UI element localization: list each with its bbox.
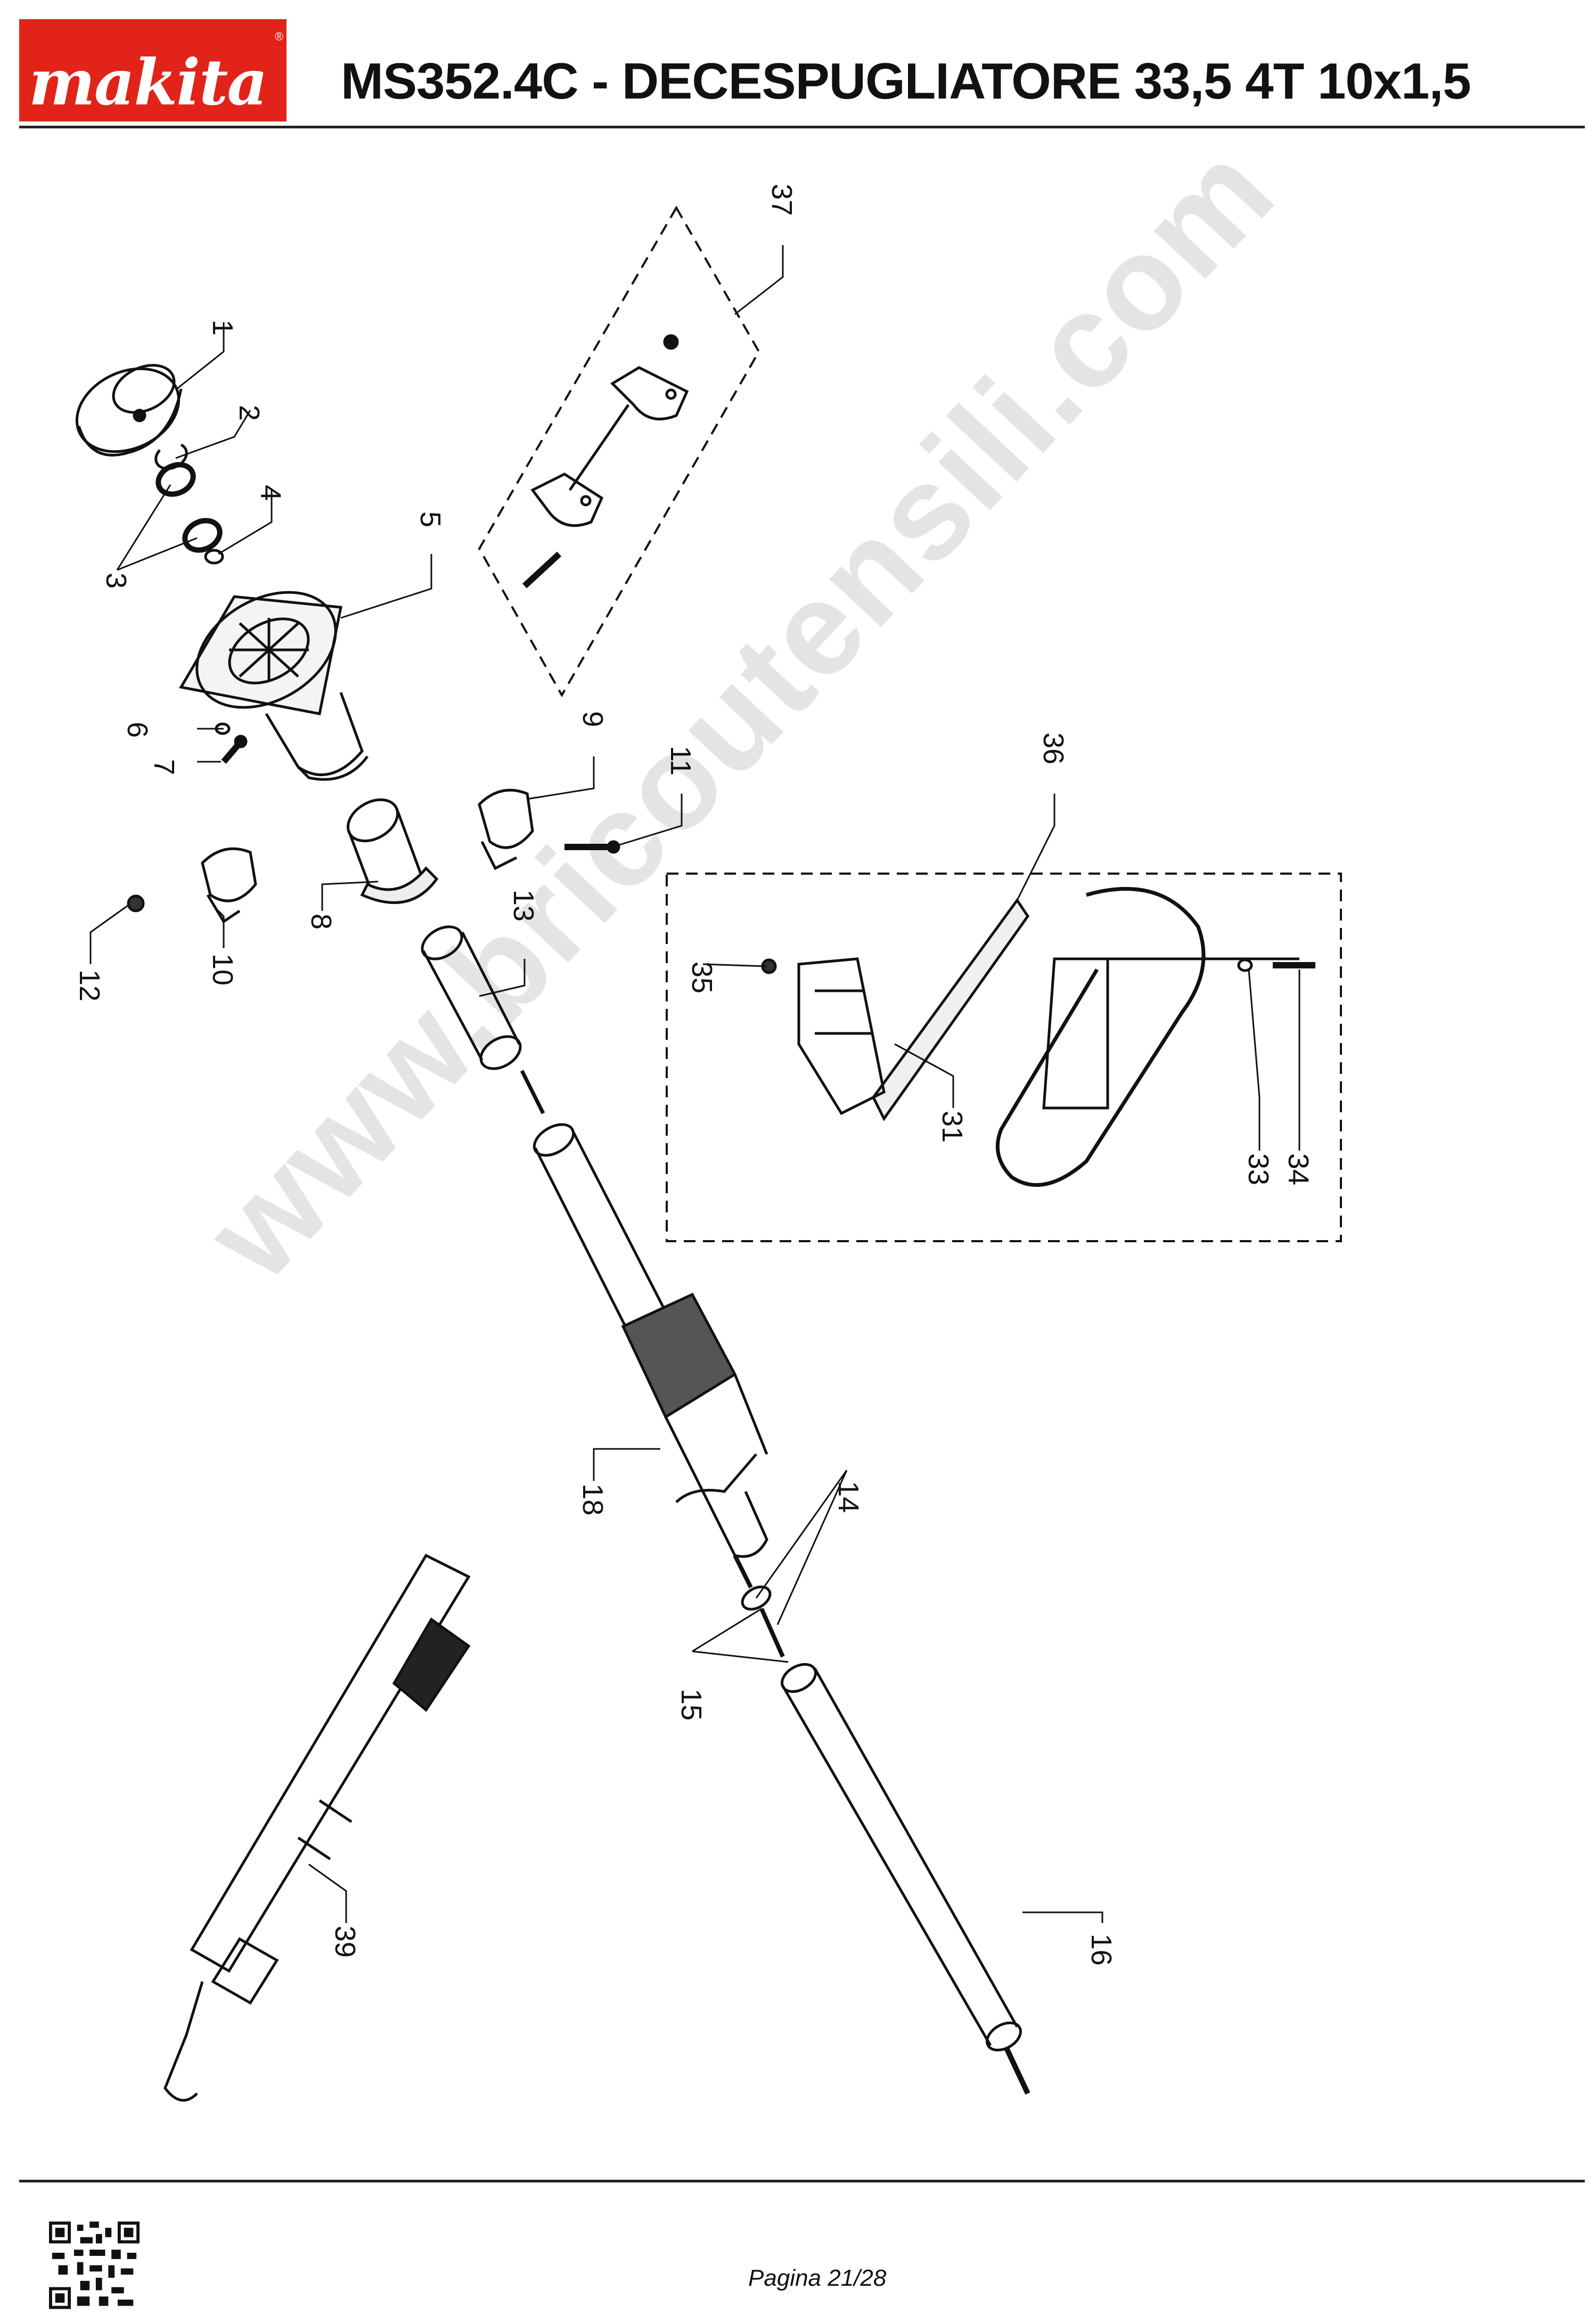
label-15: 15 xyxy=(675,1689,707,1721)
makita-logo: makita ® xyxy=(19,19,287,121)
brand-name: makita xyxy=(29,45,267,119)
part-37-handle-clamp xyxy=(522,334,689,589)
part-16-drive-shaft xyxy=(1004,2047,1030,2095)
label-1: 1 xyxy=(207,320,239,336)
part-5-gear-housing xyxy=(179,591,369,781)
assembly-box-36 xyxy=(666,873,1342,1242)
label-37: 37 xyxy=(766,184,798,216)
header-divider xyxy=(19,126,1585,128)
part-39-strap xyxy=(163,1553,471,2102)
label-31: 31 xyxy=(936,1111,968,1143)
part-18-grip xyxy=(621,1292,768,1558)
qr-code-icon xyxy=(49,2221,140,2309)
part-1-cup xyxy=(75,364,183,457)
part-8-sleeve xyxy=(346,798,439,905)
part-7-screw xyxy=(221,735,248,764)
page-title: MS352.4C - DECESPUGLIATORE 33,5 4T 10x1,… xyxy=(341,53,1471,110)
label-7: 7 xyxy=(148,759,180,775)
part-10-clamp xyxy=(201,847,257,924)
part-9-clamp xyxy=(478,788,534,870)
label-36: 36 xyxy=(1037,732,1069,764)
page-number: Pagina 21/28 xyxy=(748,2265,887,2291)
label-10: 10 xyxy=(207,954,239,985)
svg-text:®: ® xyxy=(275,30,283,43)
part-14-rings xyxy=(733,1554,785,1658)
part-15-lower-tube xyxy=(781,1663,1022,2052)
label-2: 2 xyxy=(233,405,265,421)
label-3: 3 xyxy=(100,573,132,589)
label-11: 11 xyxy=(665,746,697,776)
label-13: 13 xyxy=(508,890,539,922)
exploded-parts-diagram: 1 2 3 4 5 6 7 8 9 10 11 12 13 14 15 16 1… xyxy=(73,184,1342,2102)
part-4-ring xyxy=(204,549,224,565)
part-11-screw xyxy=(564,840,620,854)
part-36-handle xyxy=(761,887,1315,1187)
label-8: 8 xyxy=(305,914,337,930)
label-9: 9 xyxy=(577,711,609,727)
part-13-tube xyxy=(421,925,522,1070)
label-16: 16 xyxy=(1085,1934,1117,1966)
label-35: 35 xyxy=(686,962,718,993)
label-14: 14 xyxy=(832,1481,864,1513)
label-4: 4 xyxy=(255,485,287,501)
label-6: 6 xyxy=(121,722,153,738)
label-33: 33 xyxy=(1242,1153,1274,1185)
part-12-nut xyxy=(127,894,145,912)
footer-divider xyxy=(19,2180,1585,2182)
label-34: 34 xyxy=(1282,1153,1314,1185)
label-39: 39 xyxy=(329,1926,361,1958)
assembly-box-37 xyxy=(478,205,760,698)
leader-lines xyxy=(89,245,1300,1923)
label-18: 18 xyxy=(577,1484,609,1515)
label-12: 12 xyxy=(73,969,105,1001)
label-5: 5 xyxy=(414,511,446,527)
part-labels: 1 2 3 4 5 6 7 8 9 10 11 12 13 14 15 16 1… xyxy=(73,184,1314,1966)
